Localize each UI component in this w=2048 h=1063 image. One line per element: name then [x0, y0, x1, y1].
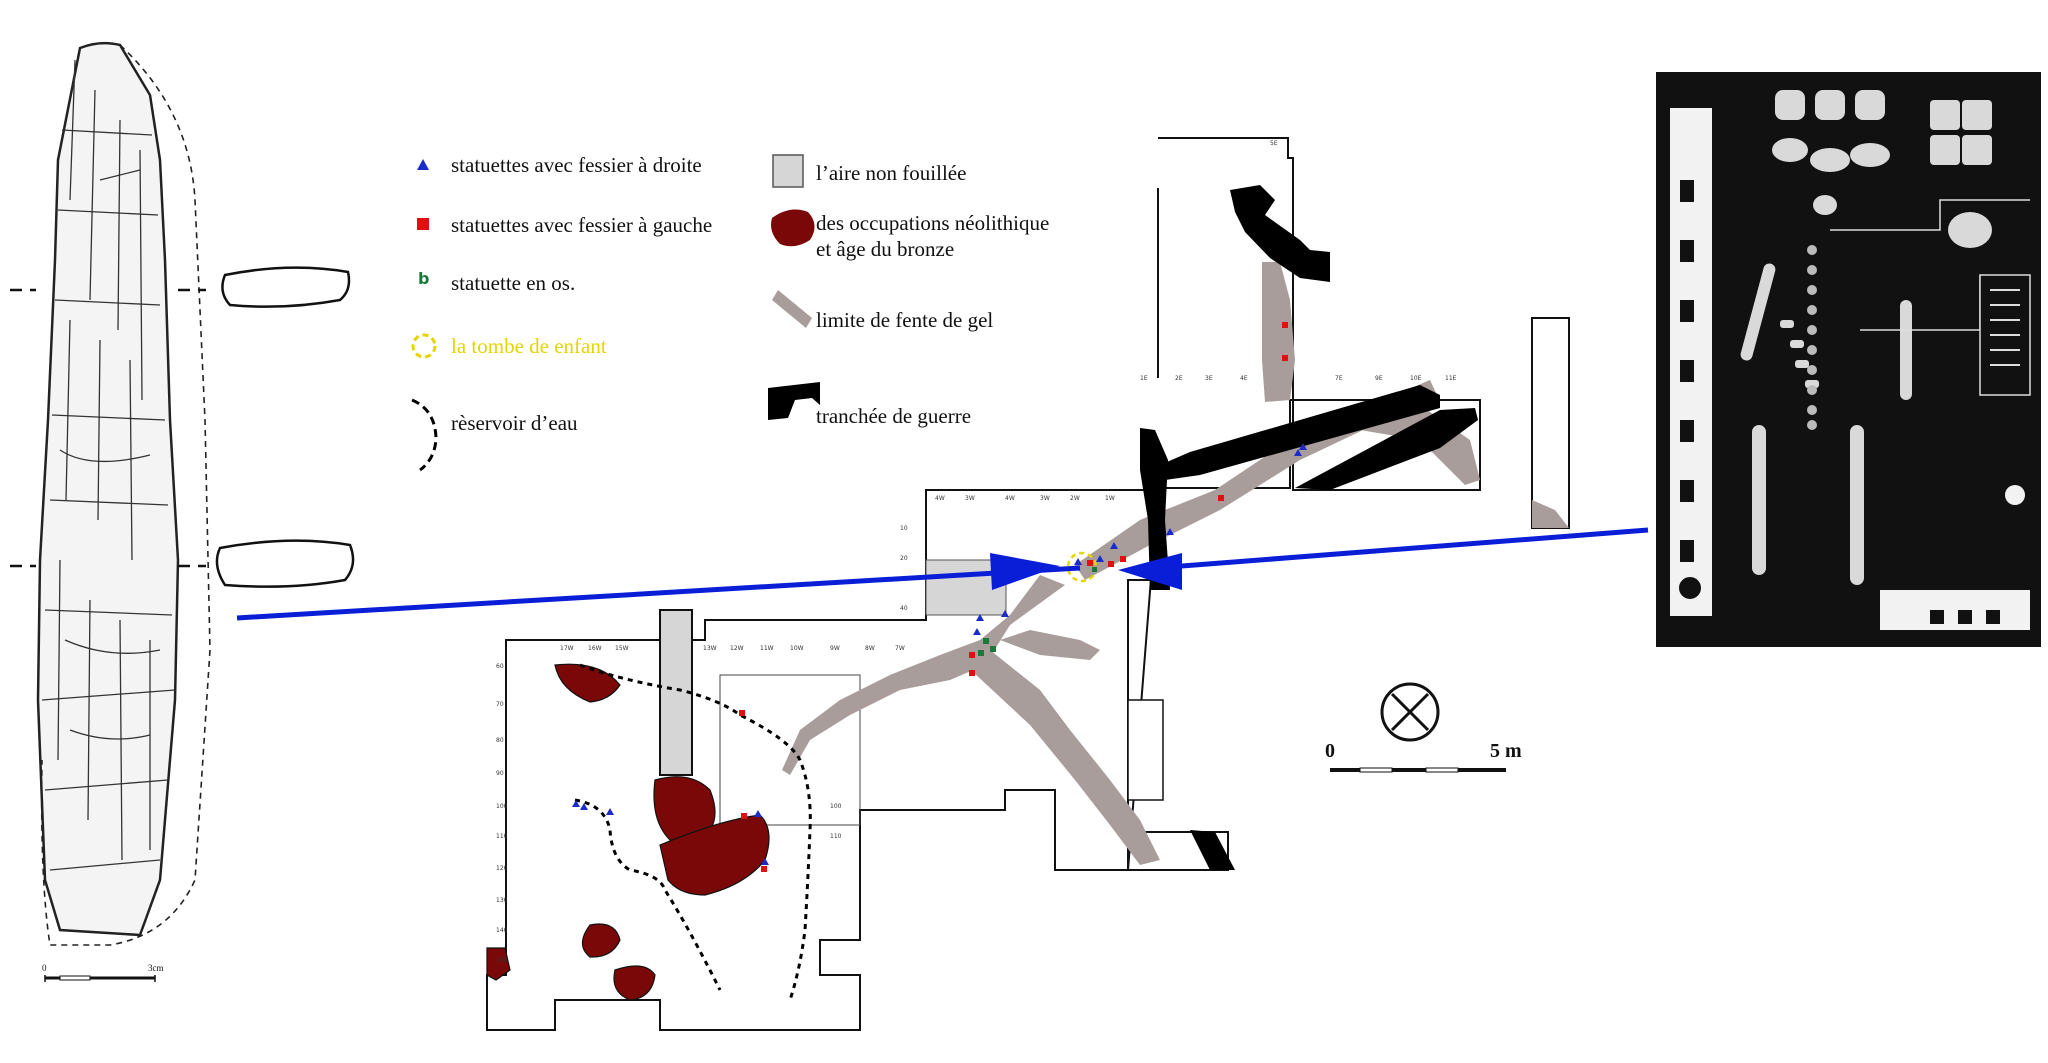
legend-fente-symbol [772, 290, 812, 328]
water-reservoir [574, 663, 812, 1001]
legend-label-occupation-2: et âge du bronze [816, 237, 955, 261]
svg-text:11W: 11W [760, 645, 774, 652]
left-arrowhead [990, 553, 1060, 590]
legend-label-child-grave: la tombe de enfant [451, 334, 607, 358]
svg-text:4W: 4W [935, 495, 945, 502]
svg-text:20: 20 [900, 555, 908, 562]
legend-label-reservoir: rèservoir d’eau [451, 411, 578, 435]
svg-text:2E: 2E [1175, 375, 1183, 382]
legend-label-trench: tranchée de guerre [816, 404, 972, 428]
svg-text:4W: 4W [1005, 495, 1015, 502]
legend-grave-symbol [411, 333, 437, 359]
svg-text:10: 10 [900, 525, 908, 532]
legend-label-statuettes-left: statuettes avec fessier à gauche [451, 213, 713, 237]
svg-text:100: 100 [496, 803, 508, 810]
svg-text:9W: 9W [830, 645, 840, 652]
svg-text:10W: 10W [790, 645, 804, 652]
legend-square-symbol [417, 218, 429, 230]
excavation-plan: 17W 16W 15W 13W 12W 11W 10W 9W 8W 7W 4W 3W 4W 3W… [486, 137, 1570, 1031]
statuettes-bone [978, 567, 1097, 656]
svg-text:17W: 17W [560, 645, 574, 652]
svg-text:1W: 1W [1105, 495, 1115, 502]
svg-text:16W: 16W [588, 645, 602, 652]
legend-trench-symbol [768, 382, 820, 420]
figurine-drawing [10, 41, 355, 982]
legend-reservoir-symbol [411, 398, 438, 472]
map-scale-bar [1330, 767, 1506, 773]
svg-text:110: 110 [496, 833, 508, 840]
grid-labels: 17W 16W 15W 13W 12W 11W 10W 9W 8W 7W 4W 3W 4W 3W… [496, 140, 1457, 964]
legend-label-statuettes-right: statuettes avec fessier à droite [451, 153, 702, 177]
legend-label-occupation: des occupations néolithique [816, 211, 1050, 235]
legend-unexcavated-symbol [772, 154, 804, 188]
svg-text:4E: 4E [1240, 375, 1248, 382]
svg-text:70: 70 [496, 701, 504, 708]
war-trenches [1140, 185, 1478, 870]
svg-text:120: 120 [496, 865, 508, 872]
map-scale-end: 5 m [1490, 740, 1522, 762]
svg-text:80: 80 [496, 737, 504, 744]
skeleton-photo [1656, 72, 2041, 647]
svg-text:10E: 10E [1410, 375, 1422, 382]
svg-text:2W: 2W [1070, 495, 1080, 502]
legend-symbols: b [411, 154, 820, 472]
figurine-scale-end: 3cm [148, 963, 164, 973]
svg-text:60: 60 [496, 663, 504, 670]
svg-text:3E: 3E [1205, 375, 1213, 382]
svg-text:130: 130 [496, 897, 508, 904]
map-scale-start: 0 [1325, 740, 1335, 762]
svg-text:13W: 13W [703, 645, 717, 652]
legend-bone-symbol: b [418, 269, 429, 288]
svg-text:150: 150 [496, 957, 508, 964]
right-arrowhead [1118, 553, 1182, 590]
svg-text:15W: 15W [615, 645, 629, 652]
svg-text:5E: 5E [1270, 140, 1278, 147]
statuettes-left [739, 322, 1288, 872]
svg-text:3W: 3W [965, 495, 975, 502]
svg-text:11E: 11E [1445, 375, 1457, 382]
legend-label-bone-statuette: statuette en os. [451, 271, 576, 295]
pointer-lines [236, 527, 1649, 621]
svg-text:90: 90 [496, 770, 504, 777]
svg-text:1E: 1E [1140, 375, 1148, 382]
neolithic-occupations [486, 663, 770, 1001]
svg-text:7W: 7W [895, 645, 905, 652]
svg-text:9E: 9E [1375, 375, 1383, 382]
legend-triangle-symbol [417, 159, 429, 170]
compass-icon [1380, 682, 1440, 742]
svg-text:110: 110 [830, 833, 842, 840]
svg-text:40: 40 [900, 605, 908, 612]
svg-text:100: 100 [830, 803, 842, 810]
legend-label-fente: limite de fente de gel [816, 308, 994, 332]
svg-text:7E: 7E [1335, 375, 1343, 382]
legend-occupation-symbol [771, 209, 815, 247]
figurine-scale-start: 0 [42, 963, 47, 973]
legend-label-unexcavated: l’aire non fouillée [816, 161, 967, 185]
svg-text:140: 140 [496, 927, 508, 934]
svg-text:8W: 8W [865, 645, 875, 652]
svg-text:12W: 12W [730, 645, 744, 652]
svg-text:3W: 3W [1040, 495, 1050, 502]
statuettes-right [572, 443, 1307, 865]
